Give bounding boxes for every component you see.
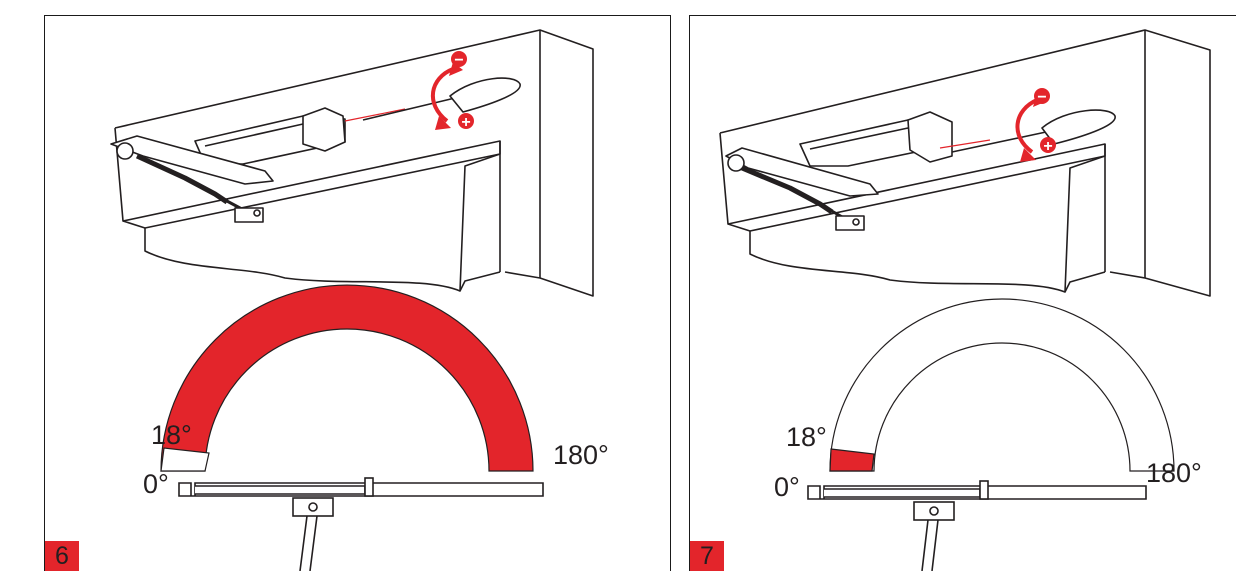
step-panel-6: − + 18° 0° 180° 6 [44,15,671,571]
plus-icon [458,113,474,129]
angle-label-180: 180° [1146,458,1202,488]
plus-sign: + [461,114,470,131]
minus-sign: − [1037,89,1046,106]
door-closer-illustration: − + 18° 0° 180° [110,29,609,571]
door-closer-illustration: − + 18° 0° 180° [719,29,1211,571]
minus-icon [1034,88,1050,104]
plus-sign: + [1043,138,1052,155]
minus-icon [451,51,467,67]
angle-label-0: 0° [774,472,800,502]
step-number-badge: 7 [690,541,724,571]
step-panel-7: − + 18° 0° 180° 7 [689,15,1236,571]
plus-icon [1040,137,1056,153]
angle-label-180: 180° [553,440,609,470]
step-number-badge: 6 [45,541,79,571]
arc-gap-segment [160,447,210,472]
opening-range-arc [829,298,1175,472]
opening-range-arc [160,284,534,472]
arc-active-segment [829,448,875,472]
angle-label-18: 18° [151,420,192,450]
angle-label-18: 18° [786,422,827,452]
angle-label-0: 0° [143,469,169,499]
minus-sign: − [454,52,463,69]
